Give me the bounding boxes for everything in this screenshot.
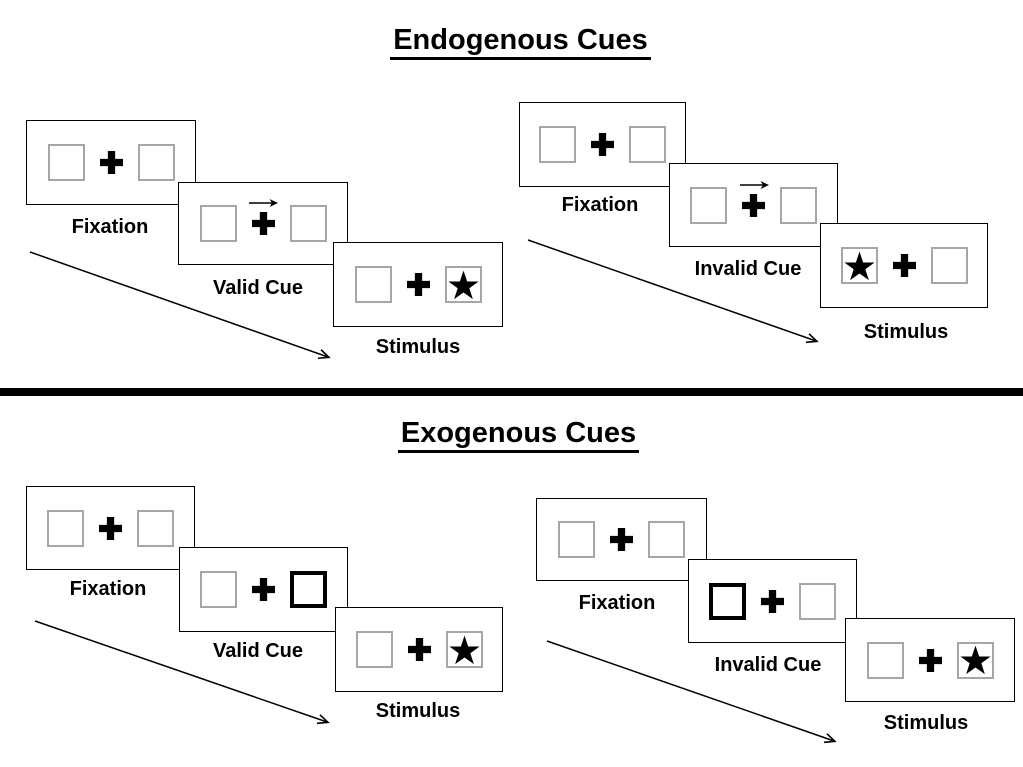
right-placeholder-box bbox=[648, 521, 685, 558]
fixation-cross-wrap bbox=[892, 254, 916, 277]
exogenous-valid-timeline-arrow-icon bbox=[34, 620, 330, 725]
plus-icon bbox=[610, 528, 633, 551]
right-placeholder-box bbox=[930, 247, 968, 284]
fixation-cross-wrap bbox=[99, 516, 122, 540]
right-placeholder-box bbox=[137, 144, 175, 181]
fixation-cross-wrap bbox=[407, 638, 431, 661]
left-placeholder-box bbox=[200, 571, 237, 608]
fixation-cross-wrap bbox=[249, 199, 278, 235]
plus-icon bbox=[742, 193, 765, 217]
fixation-cross-wrap bbox=[610, 528, 633, 551]
exogenous-section-title: Exogenous Cues bbox=[7, 417, 1023, 454]
fixation-cross-wrap bbox=[761, 589, 784, 613]
panel-label: Stimulus bbox=[375, 700, 461, 722]
panel-label: Invalid Cue bbox=[694, 258, 802, 280]
exogenous-section-title-text: Exogenous Cues bbox=[397, 417, 640, 454]
panel-label: Stimulus bbox=[863, 321, 949, 343]
plus-icon bbox=[251, 212, 275, 235]
endogenous-invalid-cue-panel bbox=[669, 163, 838, 247]
section-divider bbox=[0, 388, 1023, 396]
plus-icon bbox=[407, 638, 431, 661]
panel-label: Stimulus bbox=[883, 712, 969, 734]
plus-icon bbox=[918, 648, 942, 672]
plus-icon bbox=[761, 589, 784, 613]
endogenous-valid-cue-panel bbox=[178, 182, 348, 265]
fixation-cross-wrap bbox=[406, 273, 430, 296]
endogenous-valid-timeline-arrow-icon bbox=[29, 251, 331, 360]
left-placeholder-box bbox=[47, 144, 85, 181]
right-placeholder-box bbox=[780, 186, 817, 224]
panel-label: Fixation bbox=[71, 216, 149, 238]
panel-label: Fixation bbox=[578, 592, 656, 614]
right-placeholder-box bbox=[629, 126, 666, 163]
right-placeholder-box bbox=[137, 509, 174, 547]
fixation-cross-wrap bbox=[99, 151, 123, 174]
fixation-cross-wrap bbox=[739, 180, 769, 217]
left-placeholder-box bbox=[47, 509, 84, 547]
exogenous-invalid-fixation-panel bbox=[536, 498, 707, 581]
panel-label: Stimulus bbox=[375, 336, 461, 358]
endogenous-invalid-fixation-panel bbox=[519, 102, 686, 187]
star-icon bbox=[447, 270, 479, 299]
exogenous-valid-cue-panel bbox=[179, 547, 348, 632]
endogenous-valid-fixation-panel bbox=[26, 120, 196, 205]
target-box bbox=[445, 631, 483, 668]
panel-label: Valid Cue bbox=[212, 277, 304, 299]
panel-label: Fixation bbox=[561, 194, 639, 216]
star-icon bbox=[959, 645, 991, 675]
endogenous-section-title-text: Endogenous Cues bbox=[390, 24, 651, 61]
plus-icon bbox=[591, 133, 614, 156]
star-icon bbox=[843, 251, 875, 280]
fixation-cross-wrap bbox=[252, 578, 275, 601]
endogenous-valid-stimulus-panel bbox=[333, 242, 503, 327]
target-box bbox=[840, 247, 878, 284]
plus-icon bbox=[99, 516, 122, 540]
fixation-cross-wrap bbox=[918, 648, 942, 672]
plus-icon bbox=[406, 273, 430, 296]
target-box bbox=[956, 641, 994, 679]
panel-label: Invalid Cue bbox=[714, 654, 822, 676]
exogenous-invalid-timeline-arrow-icon bbox=[546, 640, 837, 744]
left-placeholder-box bbox=[558, 521, 595, 558]
exogenous-valid-stimulus-panel bbox=[335, 607, 503, 692]
cue-right-arrow-icon bbox=[739, 180, 769, 189]
plus-icon bbox=[252, 578, 275, 601]
panel-label: Valid Cue bbox=[212, 640, 304, 662]
endogenous-section-title: Endogenous Cues bbox=[9, 24, 1023, 61]
left-placeholder-box bbox=[866, 641, 904, 679]
left-placeholder-box bbox=[539, 126, 576, 163]
plus-icon bbox=[99, 151, 123, 174]
endogenous-invalid-stimulus-panel bbox=[820, 223, 988, 308]
highlighted-cue-box bbox=[290, 571, 327, 608]
panel-label: Fixation bbox=[69, 578, 147, 600]
left-placeholder-box bbox=[354, 266, 392, 303]
left-placeholder-box bbox=[355, 631, 393, 668]
star-icon bbox=[448, 635, 480, 664]
right-placeholder-box bbox=[289, 205, 327, 242]
highlighted-cue-box bbox=[709, 582, 746, 620]
left-placeholder-box bbox=[690, 186, 727, 224]
plus-icon bbox=[892, 254, 916, 277]
exogenous-invalid-cue-panel bbox=[688, 559, 857, 643]
fixation-cross-wrap bbox=[591, 133, 614, 156]
target-box bbox=[444, 266, 482, 303]
exogenous-invalid-stimulus-panel bbox=[845, 618, 1015, 702]
cue-right-arrow-icon bbox=[249, 199, 278, 207]
left-placeholder-box bbox=[199, 205, 237, 242]
endogenous-invalid-timeline-arrow-icon bbox=[527, 239, 819, 344]
right-placeholder-box bbox=[799, 582, 836, 620]
exogenous-valid-fixation-panel bbox=[26, 486, 195, 570]
